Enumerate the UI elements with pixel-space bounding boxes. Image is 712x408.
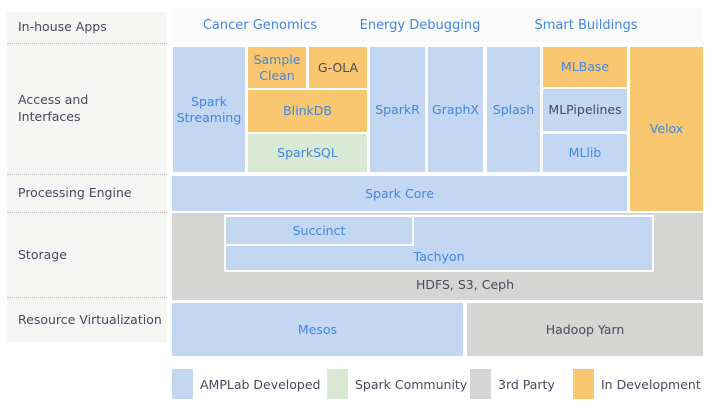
app-cancer-genomics: Cancer Genomics [202, 17, 318, 33]
inhouse-apps-strip [172, 8, 703, 42]
block-splash: Splash [487, 47, 540, 172]
legend-label: AMPLab Developed [200, 376, 321, 392]
tachyon-label: Tachyon [413, 249, 465, 264]
layer-label-processing-engine: Processing Engine [7, 174, 167, 212]
block-succinct: Succinct [224, 215, 414, 246]
layer-label-storage: Storage [7, 212, 167, 297]
layer-label-access-interfaces: Access and Interfaces [7, 43, 167, 174]
layer-label-text: Storage [18, 246, 67, 262]
legend-label: Spark Community [355, 376, 468, 392]
block-hadoop-yarn: Hadoop Yarn [467, 303, 703, 356]
block-hdfs-s3-ceph: HDFS, S3, Ceph [416, 277, 514, 292]
legend-swatch-gray [470, 369, 491, 399]
legend-item-amplab-developed: AMPLab Developed [172, 369, 321, 399]
legend-item-spark-community: Spark Community [327, 369, 467, 399]
block-mlbase: MLBase [543, 47, 627, 87]
block-sparksql: SparkSQL [248, 134, 367, 172]
block-mesos: Mesos [172, 303, 463, 356]
legend-item-3rd-party: 3rd Party [470, 369, 555, 399]
legend-item-in-development: In Development [573, 369, 701, 399]
block-spark-core: Spark Core [172, 176, 627, 211]
legend-label: In Development [601, 376, 701, 392]
layer-label-column: In-house Apps Access and Interfaces Proc… [7, 12, 167, 342]
block-sparkr: SparkR [370, 47, 425, 172]
layer-label-text: In-house Apps [18, 19, 107, 35]
block-mlpipelines: MLPipelines [543, 89, 627, 131]
layer-label-resource-virtualization: Resource Virtualization [7, 297, 167, 342]
legend-swatch-blue [172, 369, 193, 399]
legend-label: 3rd Party [498, 376, 555, 392]
layer-label-text: Resource Virtualization [18, 311, 162, 327]
block-graphx: GraphX [428, 47, 483, 172]
block-spark-streaming: Spark Streaming [173, 47, 245, 172]
layer-label-inhouse-apps: In-house Apps [7, 12, 167, 43]
app-energy-debugging: Energy Debugging [359, 17, 481, 33]
block-mllib: MLlib [543, 134, 627, 172]
legend-swatch-green [327, 369, 348, 399]
block-velox: Velox [630, 47, 703, 211]
layer-label-text: Access and Interfaces [18, 92, 89, 124]
app-smart-buildings: Smart Buildings [534, 17, 638, 33]
block-sample-clean: Sample Clean [248, 47, 306, 88]
layer-label-text: Processing Engine [18, 185, 132, 201]
block-g-ola: G-OLA [309, 47, 367, 88]
block-blinkdb: BlinkDB [248, 90, 367, 132]
legend-swatch-orange [573, 369, 594, 399]
